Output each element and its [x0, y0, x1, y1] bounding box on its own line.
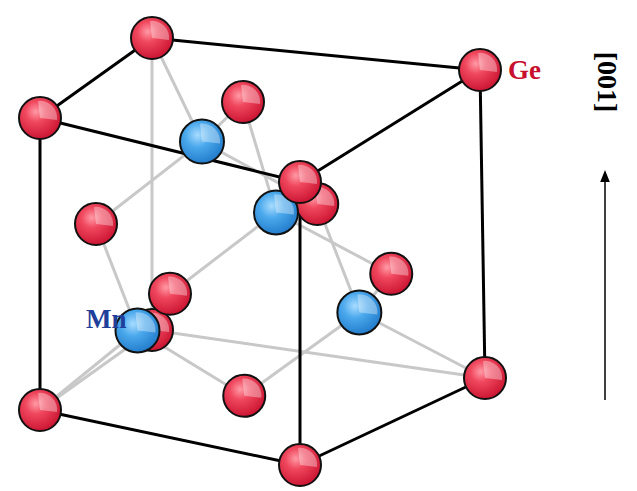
atom-highlight [38, 393, 57, 412]
cube-edge [40, 410, 300, 465]
atom-highlight [357, 294, 377, 314]
atom-highlight [200, 123, 220, 143]
atom-highlight [150, 21, 169, 40]
ge-atom [279, 161, 321, 203]
ge-atom [279, 444, 321, 486]
atom-highlight [389, 257, 408, 276]
cube-edges [40, 38, 485, 465]
atom-highlight [298, 165, 317, 184]
cube-edge [300, 378, 485, 465]
ge-atom [131, 17, 173, 59]
direction-arrow [604, 176, 606, 400]
ge-atom [223, 375, 265, 417]
cube-edge [480, 70, 485, 378]
ge-atom [75, 203, 117, 245]
cube-edge [39, 118, 42, 410]
element-label: Mn [86, 306, 127, 333]
atom-highlight [94, 207, 113, 226]
ge-atom [464, 357, 506, 399]
mn-atom [337, 290, 381, 334]
atom-highlight [135, 312, 155, 332]
atom-highlight [242, 379, 261, 398]
cube-edge [152, 38, 480, 70]
ge-atom [19, 389, 61, 431]
atom-highlight [38, 101, 57, 120]
cube-edge [300, 70, 480, 182]
atom-highlight [298, 448, 317, 467]
ge-atom [19, 97, 61, 139]
cube-edge [40, 118, 300, 182]
atoms [19, 17, 506, 486]
element-label: Ge [508, 57, 541, 84]
ge-atom [370, 253, 412, 295]
atom-highlight [483, 361, 502, 380]
ge-atom [459, 49, 501, 91]
atom-highlight [168, 277, 187, 296]
cube-edge [299, 182, 302, 465]
mn-atom [180, 120, 224, 164]
ge-atom [149, 273, 191, 315]
atom-highlight [478, 53, 497, 72]
ge-atom [222, 81, 264, 123]
atom-highlight [241, 85, 260, 104]
direction-label: [001] [593, 52, 621, 113]
hidden-edges [40, 38, 485, 410]
bonds [40, 38, 485, 410]
